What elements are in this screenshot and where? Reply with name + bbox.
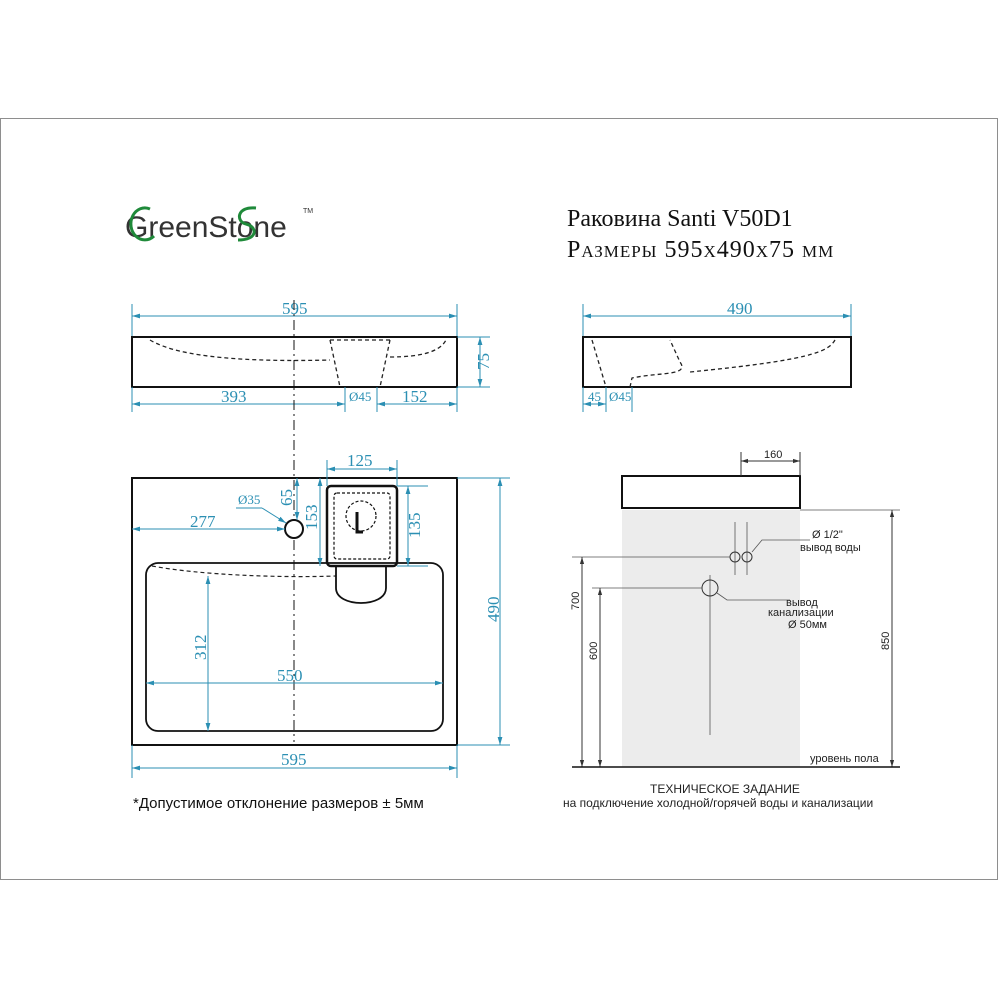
tap-hole-from-edge-label: 65 <box>277 489 296 506</box>
tolerance-note: *Допустимое отклонение размеров ± 5мм <box>133 795 424 812</box>
drain-bowl <box>335 566 387 604</box>
side-view: 490 45 Ø45 <box>582 299 852 412</box>
tap-deck-outline <box>325 484 399 568</box>
front-view: 595 75 393 Ø45 152 <box>131 299 493 412</box>
top-outline <box>131 477 458 746</box>
overflow-depth-label: 153 <box>302 505 321 531</box>
sewer-label-1: вывод <box>786 597 818 609</box>
side-drain-diameter-label: Ø45 <box>609 389 631 404</box>
front-width-label: 595 <box>282 299 308 318</box>
top-view: 125 65 153 135 Ø35 277 312 550 <box>131 300 510 778</box>
front-drain-diameter-label: Ø45 <box>349 389 371 404</box>
tap-hole <box>284 519 304 539</box>
basin-width-label: 550 <box>277 666 303 685</box>
height-top-label: 850 <box>880 632 892 650</box>
water-outlet-label: вывод воды <box>800 542 861 554</box>
product-title: Раковина Santi V50D1 <box>567 206 793 232</box>
overflow-width-label: 125 <box>347 451 373 470</box>
logo-s-swoosh <box>237 206 257 242</box>
tap-hole-from-left-label: 277 <box>190 512 216 531</box>
drawing-frame <box>0 118 998 880</box>
side-outline <box>582 336 852 388</box>
front-left-offset-label: 393 <box>221 387 247 406</box>
tz-subtitle: на подключение холодной/горячей воды и к… <box>563 796 873 810</box>
basin-depth-label: 312 <box>191 635 210 661</box>
height-sewer-label: 600 <box>588 642 600 660</box>
height-water-label: 700 <box>570 592 582 610</box>
front-right-offset-label: 152 <box>402 387 428 406</box>
side-depth-label: 490 <box>727 299 753 318</box>
hot-water-outlet <box>741 551 753 563</box>
tap-hole-diameter-label: Ø35 <box>238 492 260 507</box>
trademark-mark: TM <box>303 208 313 215</box>
tz-title: ТЕХНИЧЕСКОЕ ЗАДАНИЕ <box>650 782 800 796</box>
front-height-label: 75 <box>474 353 493 370</box>
installation-view: 160 Ø 1/2" вывод воды вывод канализации … <box>570 449 900 768</box>
product-dimensions: Размеры 595х490х75 мм <box>567 237 834 263</box>
sewer-diameter: Ø 50мм <box>788 619 827 631</box>
water-outlet-size: Ø 1/2" <box>812 529 843 541</box>
cabinet-width-label: 160 <box>764 449 782 461</box>
overflow-inner-height-label: 135 <box>405 513 424 539</box>
floor-label: уровень пола <box>810 753 880 765</box>
total-width-label: 595 <box>281 750 307 769</box>
side-drain-offset-label: 45 <box>588 389 601 404</box>
logo-c-swoosh <box>129 206 156 242</box>
wall-area <box>622 510 800 767</box>
sink-profile <box>621 475 801 509</box>
basin-outline <box>145 562 444 732</box>
total-depth-label: 490 <box>484 597 503 623</box>
greenstone-logo: GreenStone TM <box>125 206 313 244</box>
sewer-label-2: канализации <box>768 607 834 619</box>
